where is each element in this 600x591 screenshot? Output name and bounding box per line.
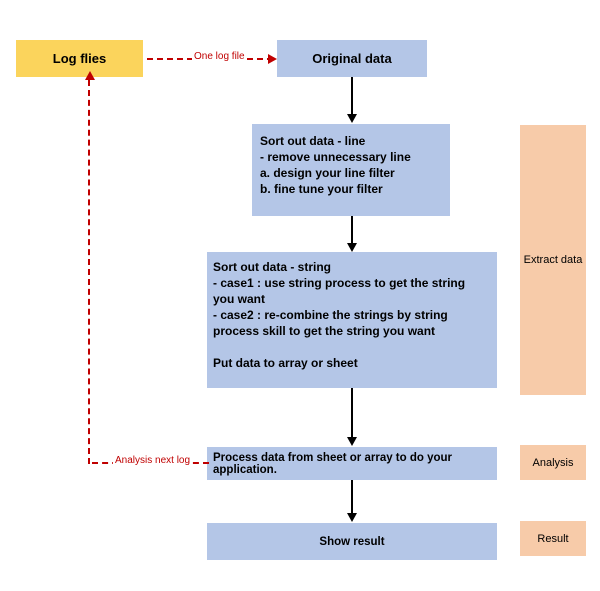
edge-process-data-to-log-files-vertical (88, 80, 90, 464)
edge-arrowhead-to-sort-line (347, 114, 357, 123)
node-sort-out-data-string[interactable]: Sort out data - string - case1 : use str… (207, 252, 497, 388)
edge-label-one-log-file: One log file (192, 51, 247, 62)
edge-arrowhead-to-log-files (85, 71, 95, 80)
edge-sort-string-to-process-data (351, 388, 353, 438)
edge-process-data-to-show-result (351, 480, 353, 514)
node-log-files[interactable]: Log flies (16, 40, 143, 77)
stage-extract-data[interactable]: Extract data (520, 125, 586, 395)
edge-arrowhead-to-process-data (347, 437, 357, 446)
edge-label-analysis-next-log: Analysis next log (113, 455, 193, 466)
edge-arrowhead-to-original-data (268, 54, 277, 64)
node-sort-out-data-line[interactable]: Sort out data - line - remove unnecessar… (252, 124, 450, 216)
node-process-data[interactable]: Process data from sheet or array to do y… (207, 447, 497, 480)
edge-arrowhead-to-sort-string (347, 243, 357, 252)
edge-arrowhead-to-show-result (347, 513, 357, 522)
stage-result[interactable]: Result (520, 521, 586, 556)
edge-original-data-to-sort-line (351, 77, 353, 115)
stage-analysis[interactable]: Analysis (520, 445, 586, 480)
edge-sort-line-to-sort-string (351, 216, 353, 244)
node-show-result[interactable]: Show result (207, 523, 497, 560)
node-original-data[interactable]: Original data (277, 40, 427, 77)
